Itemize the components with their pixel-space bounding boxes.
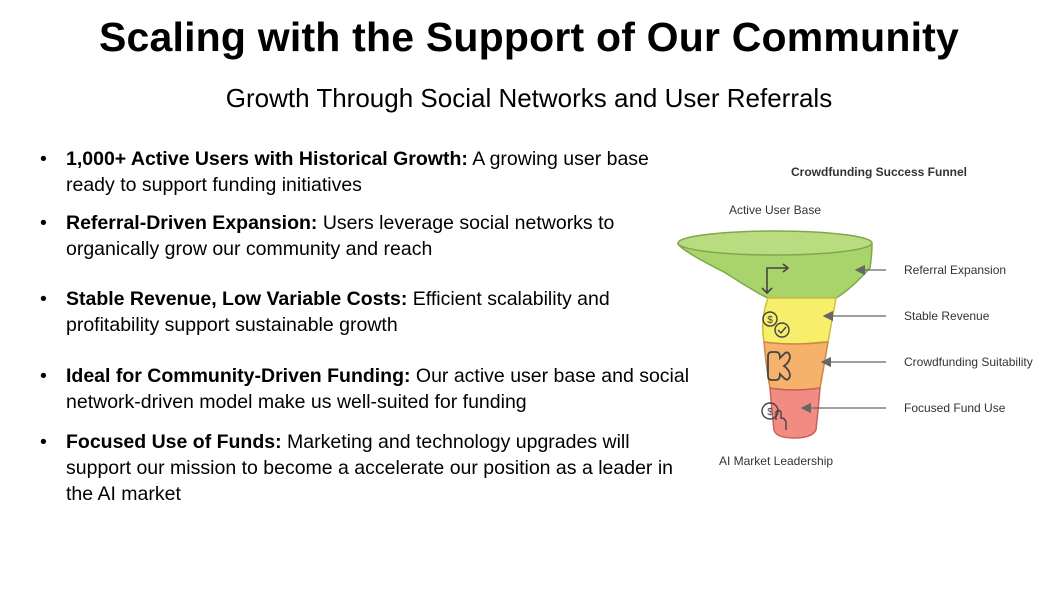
funnel-stage-fund-use [769,387,821,439]
funnel-svg: Crowdfunding Success Funnel Active User … [676,165,1033,468]
bullet-item-fund-use: • Focused Use of Funds: Marketing and tec… [40,429,700,507]
slide-subtitle: Growth Through Social Networks and User … [225,83,833,113]
bullet-item-referral: • Referral-Driven Expansion: Users levera… [40,210,700,262]
funnel-top-label: Active User Base [729,203,821,217]
kickstarter-icon [767,351,791,381]
bullet-item-community-funding: • Ideal for Community-Driven Funding: Our… [40,363,700,415]
svg-text:$: $ [767,407,773,418]
funnel-stage-suitability [763,341,829,391]
bullet-heading: Stable Revenue, Low Variable Costs: [66,288,408,310]
bullet-heading: 1,000+ Active Users with Historical Grow… [66,148,468,170]
bullet-heading: Ideal for Community-Driven Funding: [66,365,411,387]
bullet-item-active-users: • 1,000+ Active Users with Historical Gro… [40,146,700,198]
coins-check-icon: $ [762,311,790,338]
bullet-text: Efficient scalability and profitability … [66,288,610,336]
stage-label-referral: Referral Expansion [904,263,1006,277]
bullet-heading: Focused Use of Funds: [66,431,282,453]
bullet-text: Our active user base and social network-… [66,365,690,413]
bullet-dot: • [40,212,47,234]
hand-coin-icon: $ [761,402,787,430]
stage-label-suitability: Crowdfunding Suitability [904,355,1033,369]
bullet-item-revenue: • Stable Revenue, Low Variable Costs: Eff… [40,286,700,338]
funnel-diagram: Crowdfunding Success Funnel Active User … [672,150,1058,490]
funnel-bottom-label: AI Market Leadership [719,454,833,468]
slide-title: Scaling with the Support of Our Communit… [98,14,960,60]
svg-text:$: $ [767,315,773,326]
stage-label-revenue: Stable Revenue [904,309,990,323]
funnel-stage-revenue [761,297,837,345]
bullet-text: Marketing and technology upgrades will s… [66,431,674,505]
bullet-dot: • [40,431,47,453]
bullet-dot: • [40,288,47,310]
bullet-text: A growing user base ready to support fun… [66,148,649,196]
bullet-dot: • [40,365,47,387]
stage-label-fund-use: Focused Fund Use [904,401,1006,415]
bullet-heading: Referral-Driven Expansion: [66,212,318,234]
bullet-text: Users leverage social networks to organi… [66,212,615,260]
funnel-rim [677,230,873,256]
bullet-dot: • [40,148,47,170]
referral-arrow-icon [761,263,790,295]
funnel-title: Crowdfunding Success Funnel [791,165,967,179]
